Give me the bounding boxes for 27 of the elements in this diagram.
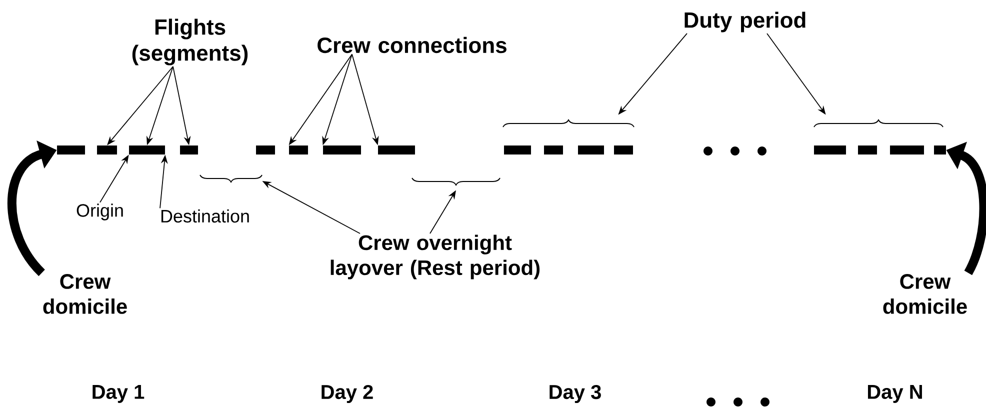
flight-bar [814, 146, 846, 154]
node-label: Crew domicile [43, 274, 127, 314]
flight-bar [934, 146, 946, 154]
flight-bar [57, 146, 86, 154]
day-label: Day N [868, 385, 922, 403]
flight-bar [578, 146, 604, 154]
day-label: Day 3 [550, 384, 601, 404]
curly-brace [502, 120, 634, 128]
flight-bar [256, 146, 275, 154]
curly-brace [412, 178, 500, 186]
node-label: Origin [76, 204, 123, 220]
day-label: Day 2 [322, 384, 373, 404]
node-label: Crew connections [318, 36, 506, 54]
node-label: Destination [161, 209, 249, 223]
flight-bar [504, 146, 531, 154]
curly-brace [814, 120, 944, 128]
node-label: Crew domicile [883, 274, 967, 314]
flight-bar [378, 146, 415, 154]
curly-brace [200, 174, 262, 182]
node-label: Crew overnight layover (Rest period) [330, 234, 540, 280]
node-label: Flights (segments) [132, 18, 248, 66]
node-label: Duty period [684, 12, 806, 32]
flight-bar [858, 146, 877, 154]
flight-bar [890, 146, 924, 154]
flight-bar [614, 146, 633, 154]
day-label: Day 1 [92, 385, 144, 403]
flight-bar [544, 146, 563, 154]
